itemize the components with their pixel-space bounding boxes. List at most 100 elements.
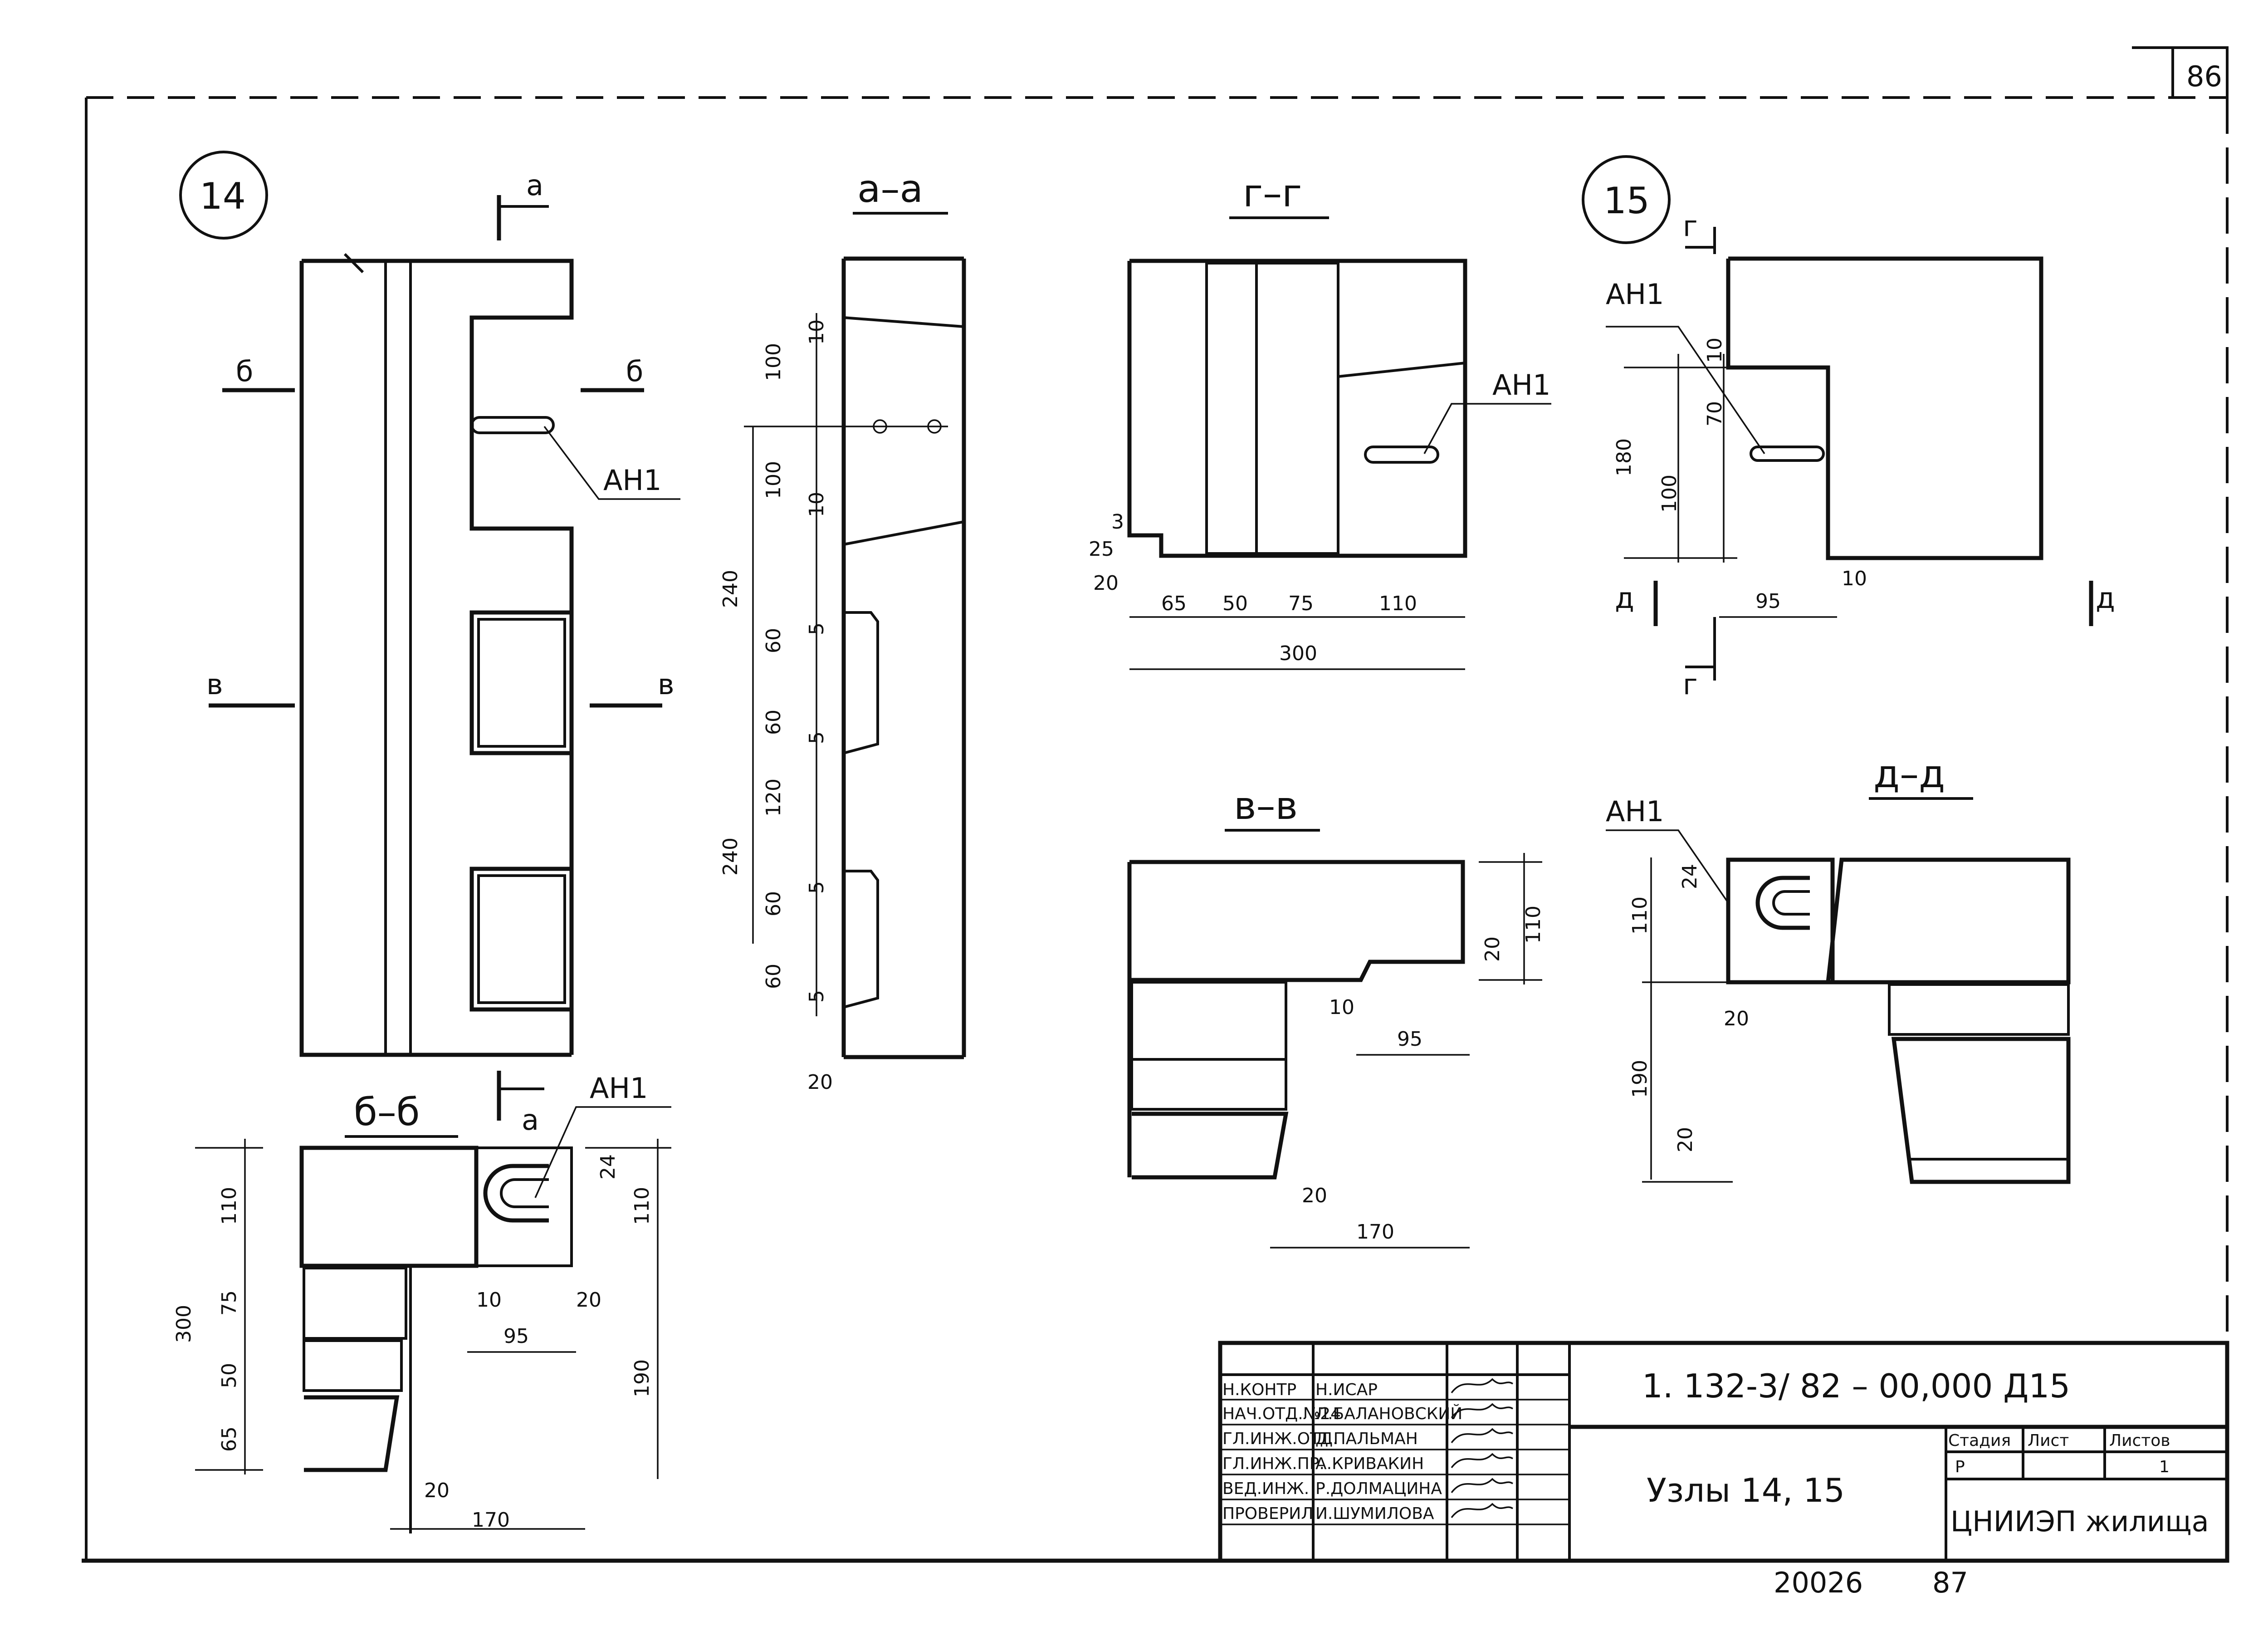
cut-marker-a-top: а [526,169,543,202]
svg-text:10: 10 [1329,996,1354,1019]
svg-text:300: 300 [1279,642,1317,665]
sheet-frame [82,46,2229,1563]
svg-text:5: 5 [805,731,828,744]
section-g-g-title: г–г [1243,171,1302,216]
svg-text:5: 5 [805,990,828,1003]
node15-plan: 15 г г АН1 д д 10 70 180 100 95 10 [1582,155,2115,701]
section-v-v-dimensions: 110 20 10 95 20 170 [1302,906,1545,1244]
node15-anchor-label: АН1 [1606,278,1664,311]
section-b-b-title: б–б [354,1090,420,1134]
svg-text:110: 110 [1379,592,1417,615]
document-code: 1. 132-3/ 82 – 00,000 Д15 [1642,1367,2070,1405]
wool-insulation [1130,1058,1287,1111]
svg-text:20: 20 [1302,1184,1327,1207]
svg-text:110: 110 [218,1187,241,1225]
section-b-b-anchor-label: АН1 [590,1072,648,1105]
section-g-g-anchor-label: АН1 [1492,368,1550,402]
svg-text:10: 10 [1842,567,1867,590]
svg-text:110: 110 [1628,896,1652,935]
cut-marker-v-right: в [658,668,675,701]
section-d-d-dimensions: 24 110 20 190 20 [1628,864,1749,1152]
cut-marker-d-right: д [2096,582,2115,615]
svg-text:100: 100 [762,461,785,499]
node15-dimensions: 10 70 180 100 95 10 [1613,338,1867,613]
svg-text:110: 110 [631,1187,654,1225]
svg-text:20: 20 [1481,936,1504,962]
svg-text:100: 100 [1658,475,1681,513]
svg-text:10: 10 [805,319,828,345]
stage-header: Стадия [1948,1431,2011,1450]
svg-text:190: 190 [631,1359,654,1397]
title-block-name-3: А.КРИВАКИН [1315,1455,1424,1473]
section-b-b: б–б АН1 110 24 110 75 300 10 20 95 50 19… [172,1072,671,1533]
title-block-role-5: ПРОВЕРИЛ [1222,1504,1313,1523]
cut-marker-v-left: в [206,668,223,701]
node14-number: 14 [200,175,246,217]
section-g-g: г–г АН1 25 3 20 65 50 75 110 300 [1089,171,1551,670]
svg-text:60: 60 [762,964,785,989]
section-d-d: д–д АН1 24 110 20 190 20 [1606,752,2071,1184]
section-g-g-dimensions: 25 3 20 65 50 75 110 300 [1089,510,1417,665]
node14-anchor-label: АН1 [603,464,661,497]
svg-text:25: 25 [1089,538,1114,561]
svg-text:240: 240 [719,570,742,608]
title-block: Н.КОНТР Н.ИСАР НАЧ.ОТД.№24 Л.БАЛАНОВСКИЙ… [1218,1341,2229,1563]
svg-text:190: 190 [1628,1060,1652,1098]
bottom-number-2: 87 [1932,1566,1968,1599]
cut-marker-a-bottom: а [522,1103,539,1136]
svg-text:75: 75 [218,1290,241,1316]
svg-text:60: 60 [762,628,785,653]
title-block-role-3: ГЛ.ИНЖ.ПР. [1222,1455,1325,1473]
section-v-v: в–в 110 20 10 95 20 170 [1127,784,1545,1249]
svg-text:10: 10 [1703,338,1726,363]
svg-text:180: 180 [1613,438,1636,476]
cut-marker-b-right: б [626,355,643,388]
hatched-concrete [1130,981,1287,1061]
node15-number: 15 [1603,180,1650,222]
svg-text:5: 5 [805,881,828,894]
svg-text:50: 50 [218,1363,241,1388]
title-block-role-1: НАЧ.ОТД.№24 [1222,1405,1341,1423]
wool-insulation [1205,262,1258,555]
cut-marker-d-left: д [1615,582,1634,615]
title-block-role-2: ГЛ.ИНЖ.ОТД. [1222,1430,1338,1448]
sheet-header: Лист [2028,1431,2069,1450]
svg-text:5: 5 [805,622,828,635]
title-block-name-5: И.ШУМИЛОВА [1315,1504,1434,1523]
section-a-a-dimensions: 100 10 240 100 10 60 5 60 5 240 120 5 60… [719,319,833,1094]
svg-text:95: 95 [503,1325,529,1348]
svg-text:300: 300 [172,1305,196,1343]
title-block-role-4: ВЕД.ИНЖ. [1222,1479,1309,1498]
hatched-concrete [1255,262,1339,555]
title-block-name-4: Р.ДОЛМАЦИНА [1315,1479,1442,1498]
svg-text:20: 20 [1093,572,1119,595]
svg-text:10: 10 [476,1288,502,1312]
svg-text:60: 60 [762,710,785,735]
section-a-a-title: а–а [857,167,923,211]
page-number: 86 [2186,60,2222,93]
bottom-number-1: 20026 [1774,1566,1863,1599]
svg-text:20: 20 [424,1479,450,1502]
title-block-name-0: Н.ИСАР [1315,1381,1378,1399]
section-d-d-anchor-label: АН1 [1606,795,1664,828]
section-d-d-title: д–д [1873,752,1945,796]
svg-text:50: 50 [1222,592,1248,615]
svg-text:100: 100 [762,343,785,381]
svg-text:75: 75 [1288,592,1314,615]
cut-marker-g-bottom: г [1683,668,1698,701]
svg-text:20: 20 [576,1288,601,1312]
svg-text:24: 24 [596,1154,620,1180]
svg-text:20: 20 [1674,1127,1697,1152]
node14-elevation: 14 АН1 а а б б в в [179,151,680,1136]
wool-insulation [303,1339,403,1392]
svg-text:24: 24 [1678,864,1701,889]
svg-text:170: 170 [1356,1220,1394,1244]
stage-value: Р [1955,1458,1965,1476]
svg-text:95: 95 [1397,1028,1422,1051]
svg-text:110: 110 [1522,906,1545,944]
drawing-title: Узлы 14, 15 [1647,1471,1845,1509]
hatched-concrete [303,1267,407,1340]
title-block-role-0: Н.КОНТР [1222,1381,1296,1399]
section-b-b-dimensions: 110 24 110 75 300 10 20 95 50 190 65 20 … [172,1154,654,1532]
signature-marks [1451,1378,1513,1518]
